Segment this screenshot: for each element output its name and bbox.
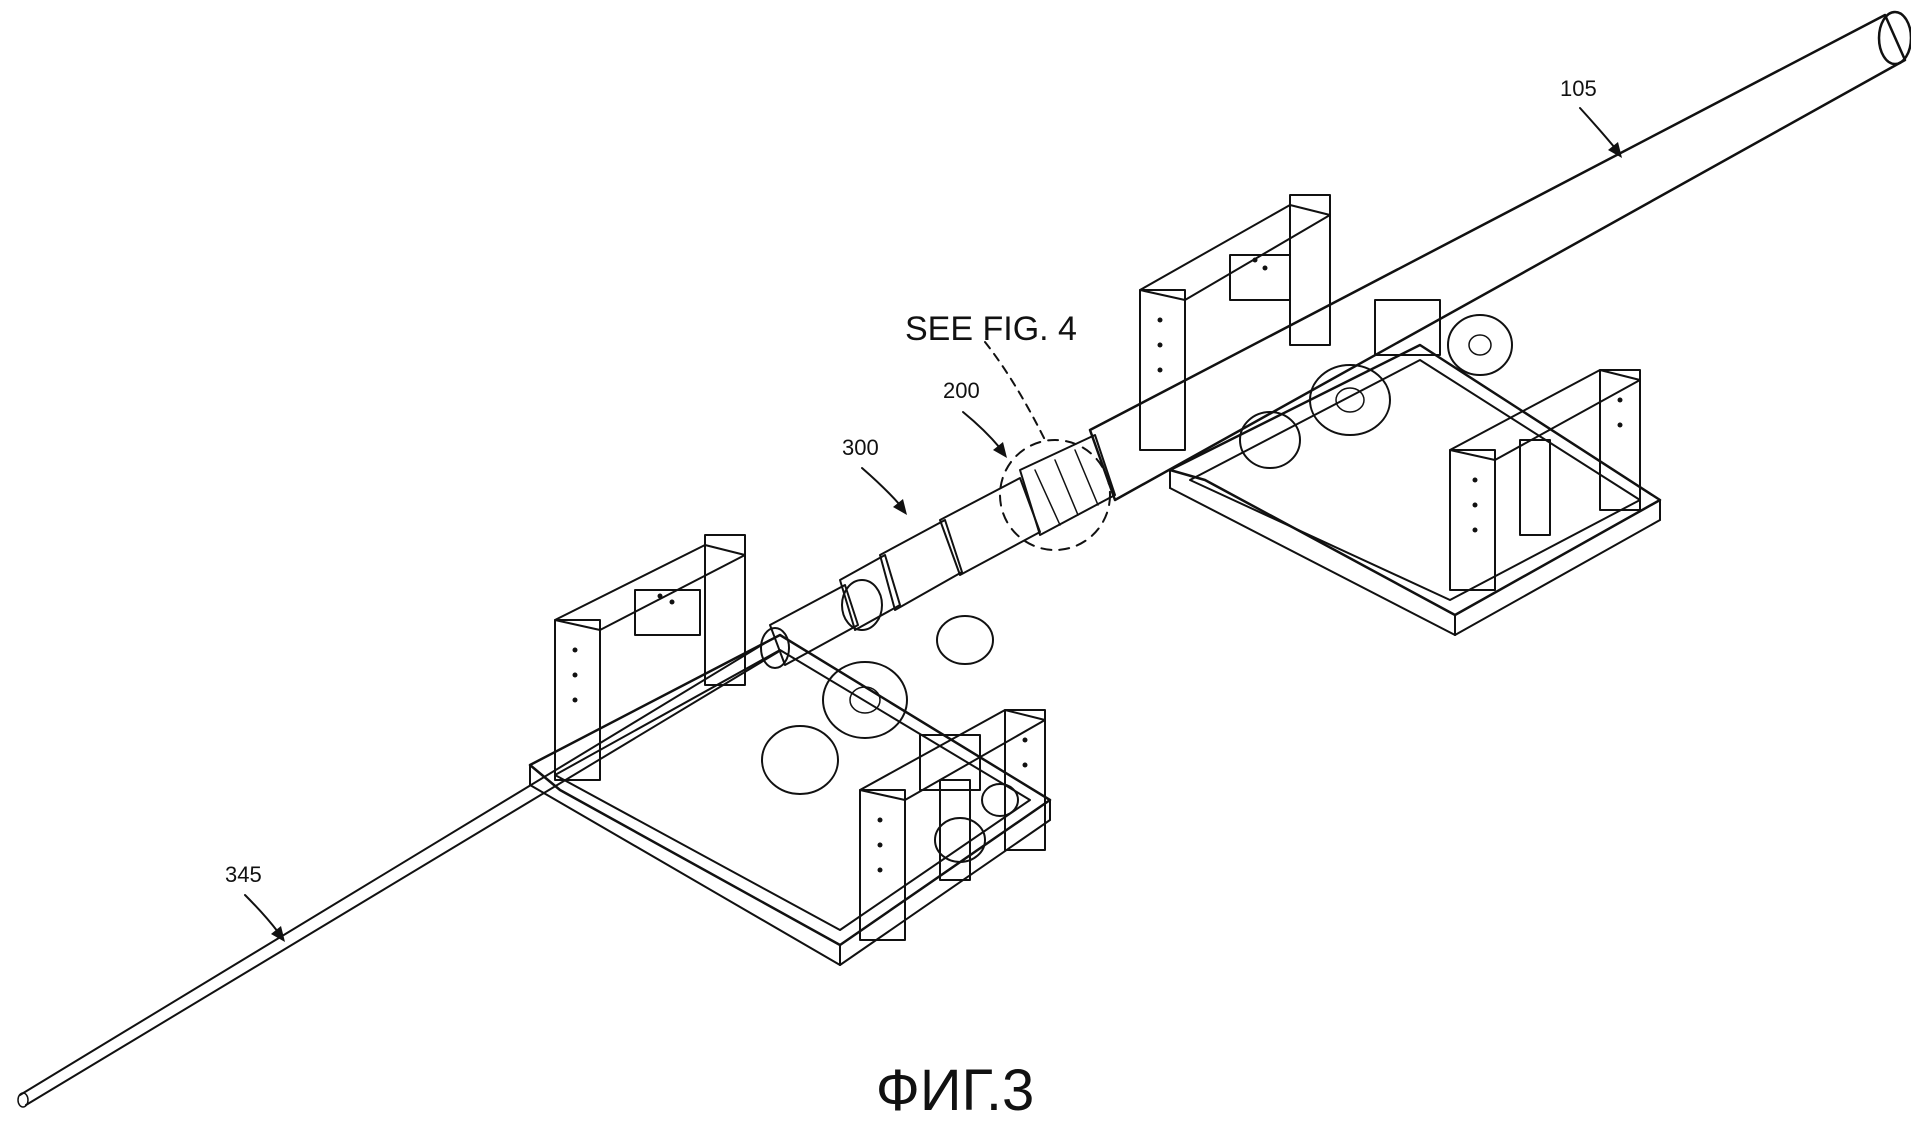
left-machine-assembly — [528, 534, 1052, 966]
arrow-105 — [1579, 107, 1616, 149]
right-upright-1 — [1139, 289, 1186, 451]
tool-head — [1019, 434, 1116, 536]
see-fig-leader — [984, 341, 1046, 441]
label-345: 345 — [225, 862, 262, 887]
right-roller-2 — [1447, 314, 1513, 376]
pipe-105-end — [1877, 10, 1911, 66]
label-200: 200 — [943, 378, 980, 403]
left-motor — [936, 615, 994, 665]
detail-circle — [999, 439, 1111, 551]
right-machine-assembly — [1139, 194, 1662, 636]
left-upright-3 — [859, 789, 906, 941]
figure-caption: ФИГ.3 — [876, 1058, 1034, 1123]
label-300: 300 — [842, 435, 879, 460]
arrow-200 — [962, 411, 1001, 449]
arrow-300 — [861, 467, 901, 506]
right-base-plate — [1189, 359, 1641, 601]
rod-345 — [17, 639, 779, 1108]
right-upright-3 — [1449, 449, 1496, 591]
tool-assembly-300 — [760, 434, 1116, 669]
left-roller-1 — [822, 661, 908, 739]
right-base-frame — [1168, 343, 1662, 617]
arrow-345 — [244, 894, 279, 933]
left-upright-4 — [1004, 709, 1046, 851]
label-105: 105 — [1560, 76, 1597, 101]
label-see-fig-4: SEE FIG. 4 — [905, 310, 1077, 348]
right-upright-4 — [1599, 369, 1641, 511]
pipe-105 — [1088, 10, 1911, 502]
left-roller-2 — [761, 725, 839, 795]
right-roller-3 — [1239, 411, 1301, 469]
left-upright-1 — [554, 619, 601, 781]
left-base-plate — [554, 649, 1031, 931]
right-roller-1 — [1309, 364, 1391, 436]
